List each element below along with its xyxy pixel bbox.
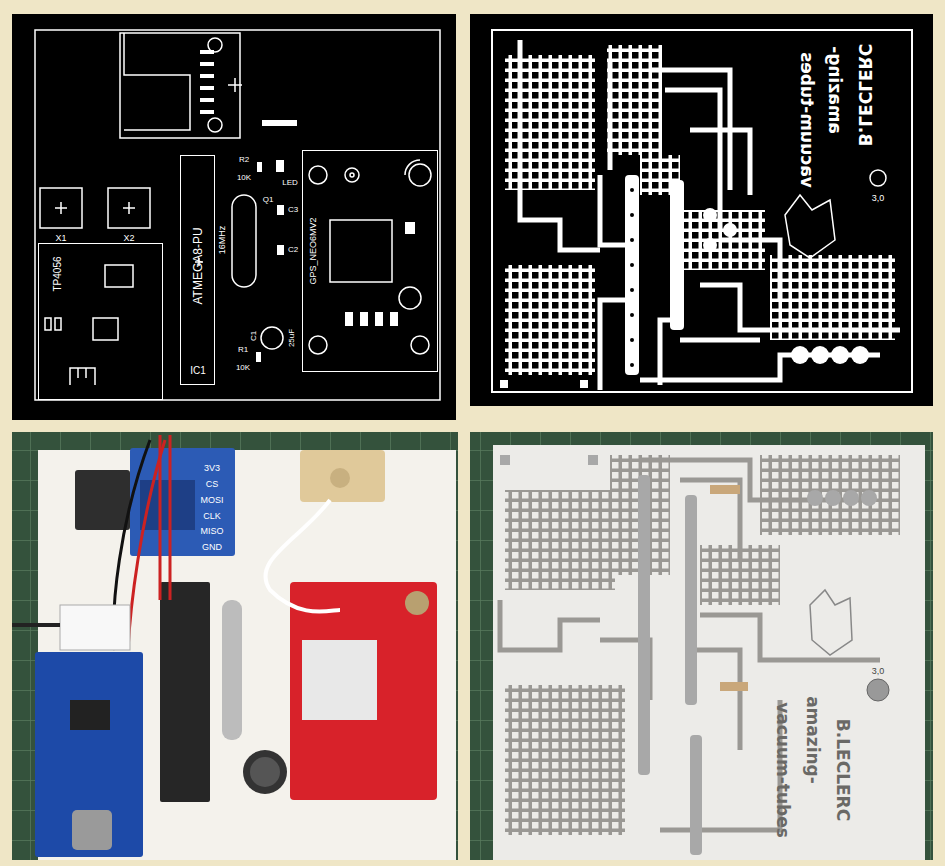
board-label: 10K (237, 174, 251, 182)
board-label: 3,0 (872, 194, 885, 203)
board-label: GND (202, 543, 222, 552)
board-label: X1 (55, 234, 66, 243)
board-label: MISO (200, 527, 223, 536)
board-label: 16MHz (218, 226, 227, 255)
board-label: B.LECLERC (834, 719, 851, 821)
component-outline: ATMEGA8-PU IC1 (180, 155, 215, 385)
board-label: Q1 (263, 196, 274, 204)
board-label: C3 (288, 206, 298, 214)
board-label: amazing- (804, 696, 821, 784)
board-label: C2 (288, 246, 298, 254)
board-label: B.LECLERC (856, 44, 873, 146)
board-label: 25uF (288, 329, 296, 347)
part-label: GPS_NEO6MV2 (309, 217, 318, 284)
part-label: IC1 (190, 366, 206, 376)
board-label: vacuum-tubes (774, 702, 791, 838)
board-label: 3,0 (872, 667, 885, 676)
part-label: TP4056 (53, 256, 63, 291)
board-label: R1 (238, 346, 248, 354)
board-label: X2 (123, 234, 134, 243)
board-label: CLK (203, 512, 221, 521)
board-label: 10K (236, 364, 250, 372)
board-label: amazing- (826, 46, 843, 134)
board-label: 3V3 (204, 464, 220, 473)
board-label: C1 (250, 331, 258, 341)
board-label: R2 (239, 156, 249, 164)
part-label: ATMEGA8-PU (192, 227, 204, 304)
board-label: vacuum-tubes (798, 52, 815, 188)
component-outline: TP4056 (38, 243, 163, 400)
board-label: LED (282, 179, 298, 187)
board-label: CS (206, 480, 219, 489)
component-outline: GPS_NEO6MV2 (302, 150, 438, 372)
board-label: MOSI (200, 496, 223, 505)
